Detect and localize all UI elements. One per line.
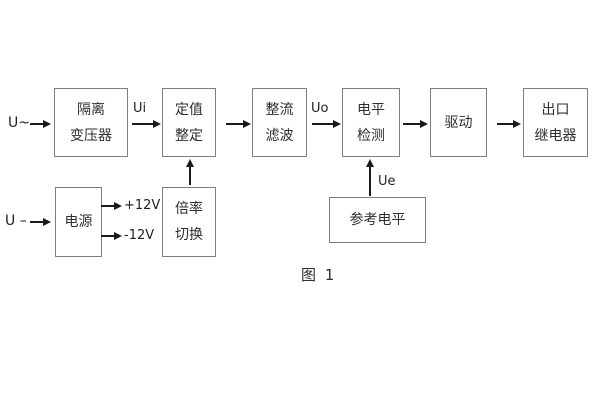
block-label-line: 倍率 [175,201,203,217]
arrow-reference-to-detection [366,159,373,196]
arrow-dc-input-to-power [30,218,51,225]
block-label-line: 变压器 [70,127,112,144]
figure-caption: 图 1 [301,266,337,284]
block-output-relay: 出口 继电器 [523,88,588,157]
block-label-line: 定值 [175,101,203,118]
arrow-ratio-switch-to-setpoint [186,159,193,185]
label-ui-signal: Ui [133,101,147,116]
arrow-power-plus-12v [101,202,122,209]
label-plus-12v: +12V [124,198,161,213]
label-minus-12v: -12V [124,228,155,243]
block-label-line: 参考电平 [349,212,406,228]
block-label-line: 继电器 [534,127,577,144]
block-label-line: 整定 [175,127,203,144]
arrow-detection-to-driver [403,120,428,127]
arrow-power-minus-12v [101,232,122,239]
block-reference-level: 参考电平 [329,197,426,243]
label-ue-signal: Ue [378,174,396,189]
block-rectifier-filter: 整流 滤波 [252,88,307,157]
block-label-line: 电平 [357,101,385,118]
block-label-line: 隔离 [77,101,105,118]
label-dc-input: U – [5,213,27,229]
block-label-line: 整流 [265,101,294,118]
block-label-line: 检测 [357,127,385,144]
arrow-transformer-to-setpoint [132,120,161,127]
block-label-line: 切换 [175,227,203,243]
block-setpoint-adjust: 定值 整定 [162,88,216,157]
block-level-detection: 电平 检测 [342,88,400,157]
block-ratio-switch: 倍率 切换 [162,187,216,257]
arrow-ac-input-to-transformer [30,120,51,127]
label-uo-signal: Uo [311,101,329,116]
block-label-line: 驱动 [444,114,473,131]
label-ac-input: U~ [8,115,30,131]
block-label-line: 出口 [541,101,570,118]
block-isolation-transformer: 隔离 变压器 [54,88,128,157]
arrow-driver-to-relay [497,120,521,127]
arrow-rectifier-to-detection [312,120,341,127]
block-driver: 驱动 [430,88,487,157]
arrow-setpoint-to-rectifier [226,120,251,127]
block-label-line: 滤波 [265,127,294,144]
block-label-line: 电源 [64,214,93,230]
block-power-supply: 电源 [55,187,102,257]
